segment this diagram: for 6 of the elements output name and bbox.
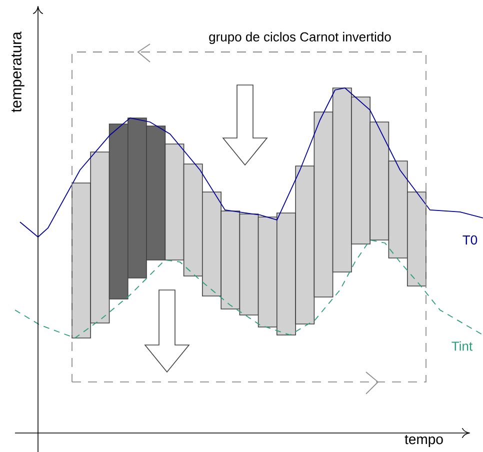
- curve-label: Tint: [452, 341, 472, 351]
- axis-label: tempo: [404, 435, 443, 447]
- group-frame: [72, 52, 426, 382]
- axis-label: temperatura: [12, 32, 24, 112]
- group-heading: grupo de ciclos Carnot invertido: [208, 30, 392, 46]
- curve-label: T0: [462, 235, 478, 245]
